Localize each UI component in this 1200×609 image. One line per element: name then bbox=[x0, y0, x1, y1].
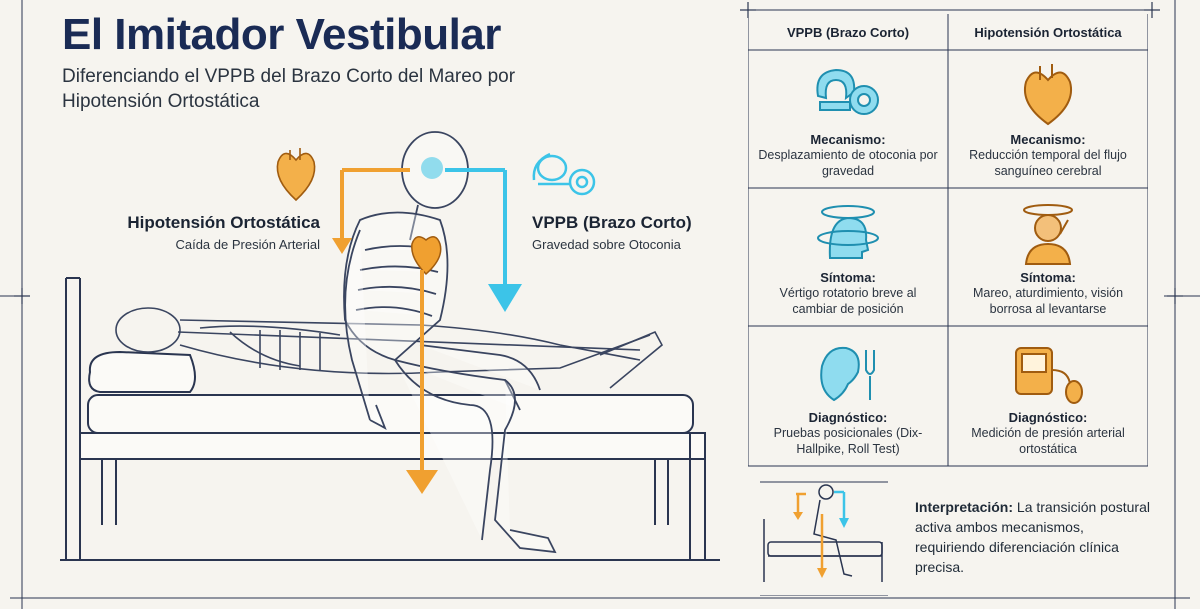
cell-text: Mareo, aturdimiento, visión borrosa al l… bbox=[972, 286, 1124, 316]
cell-hipotension-sintoma: Síntoma: Mareo, aturdimiento, visión bor… bbox=[948, 200, 1148, 317]
dizzy-person-icon bbox=[1023, 204, 1073, 265]
cyan-arrow bbox=[445, 168, 507, 290]
label-vppb: VPPB (Brazo Corto) Gravedad sobre Otocon… bbox=[532, 213, 732, 252]
cell-heading: Mecanismo: bbox=[810, 132, 886, 147]
label-hipotension: Hipotensión Ortostática Caída de Presión… bbox=[118, 213, 320, 252]
mini-posture-icon bbox=[763, 484, 883, 582]
label-hipotension-subtitle: Caída de Presión Arterial bbox=[175, 237, 320, 252]
chest-heart bbox=[411, 236, 442, 276]
cell-vppb-diagnostico: Diagnóstico: Pruebas posicionales (Dix-H… bbox=[748, 340, 948, 457]
cell-heading: Diagnóstico: bbox=[808, 410, 888, 425]
table-header-vppb: VPPB (Brazo Corto) bbox=[786, 24, 910, 40]
cell-text: Pruebas posicionales (Dix-Hallpike, Roll… bbox=[773, 426, 923, 456]
reclining-skeleton bbox=[115, 307, 664, 389]
cell-heading: Síntoma: bbox=[1020, 270, 1076, 285]
cell-text: Desplazamiento de otoconia por gravedad bbox=[758, 148, 938, 178]
interpretation-note: Interpretación: La transición postural a… bbox=[915, 497, 1150, 577]
inner-ear-icon bbox=[532, 152, 596, 196]
cell-heading: Diagnóstico: bbox=[1008, 410, 1088, 425]
interpretation-text: La transición postural activa ambos meca… bbox=[915, 499, 1150, 575]
cell-text: Vértigo rotatorio breve al cambiar de po… bbox=[779, 286, 917, 316]
cell-text: Medición de presión arterial ortostática bbox=[971, 426, 1125, 456]
ear-tuning-fork-icon bbox=[820, 346, 875, 402]
label-hipotension-title: Hipotensión Ortostática bbox=[127, 213, 320, 232]
label-vppb-subtitle: Gravedad sobre Otoconia bbox=[532, 237, 681, 252]
ear-highlight bbox=[421, 157, 443, 179]
bed bbox=[60, 277, 720, 561]
table-grid bbox=[748, 14, 1148, 596]
rotating-head-icon bbox=[817, 205, 879, 259]
cell-heading: Mecanismo: bbox=[1010, 132, 1086, 147]
cell-hipotension-mecanismo: Mecanismo: Reducción temporal del flujo … bbox=[948, 62, 1148, 179]
comparison-table: VPPB (Brazo Corto) Hipotensión Ortostáti… bbox=[748, 14, 1148, 596]
inner-ear-icon bbox=[816, 68, 879, 115]
cell-text: Reducción temporal del flujo sanguíneo c… bbox=[969, 148, 1127, 178]
cell-vppb-sintoma: Síntoma: Vértigo rotatorio breve al camb… bbox=[748, 200, 948, 317]
heart-icon bbox=[1024, 64, 1072, 126]
posture-illustration bbox=[60, 131, 720, 561]
heart-icon bbox=[276, 148, 316, 202]
cell-heading: Síntoma: bbox=[820, 270, 876, 285]
interpretation-label: Interpretación: bbox=[915, 499, 1014, 515]
page-subtitle: Diferenciando el VPPB del Brazo Corto de… bbox=[62, 66, 516, 112]
page-title: El Imitador Vestibular bbox=[62, 10, 501, 59]
label-vppb-title: VPPB (Brazo Corto) bbox=[532, 213, 692, 232]
table-header-hipotension: Hipotensión Ortostática bbox=[974, 24, 1122, 40]
cell-vppb-mecanismo: Mecanismo: Desplazamiento de otoconia po… bbox=[748, 62, 948, 179]
blood-pressure-monitor-icon bbox=[1015, 347, 1083, 404]
cell-hipotension-diagnostico: Diagnóstico: Medición de presión arteria… bbox=[948, 340, 1148, 457]
orange-arrows bbox=[340, 168, 424, 480]
